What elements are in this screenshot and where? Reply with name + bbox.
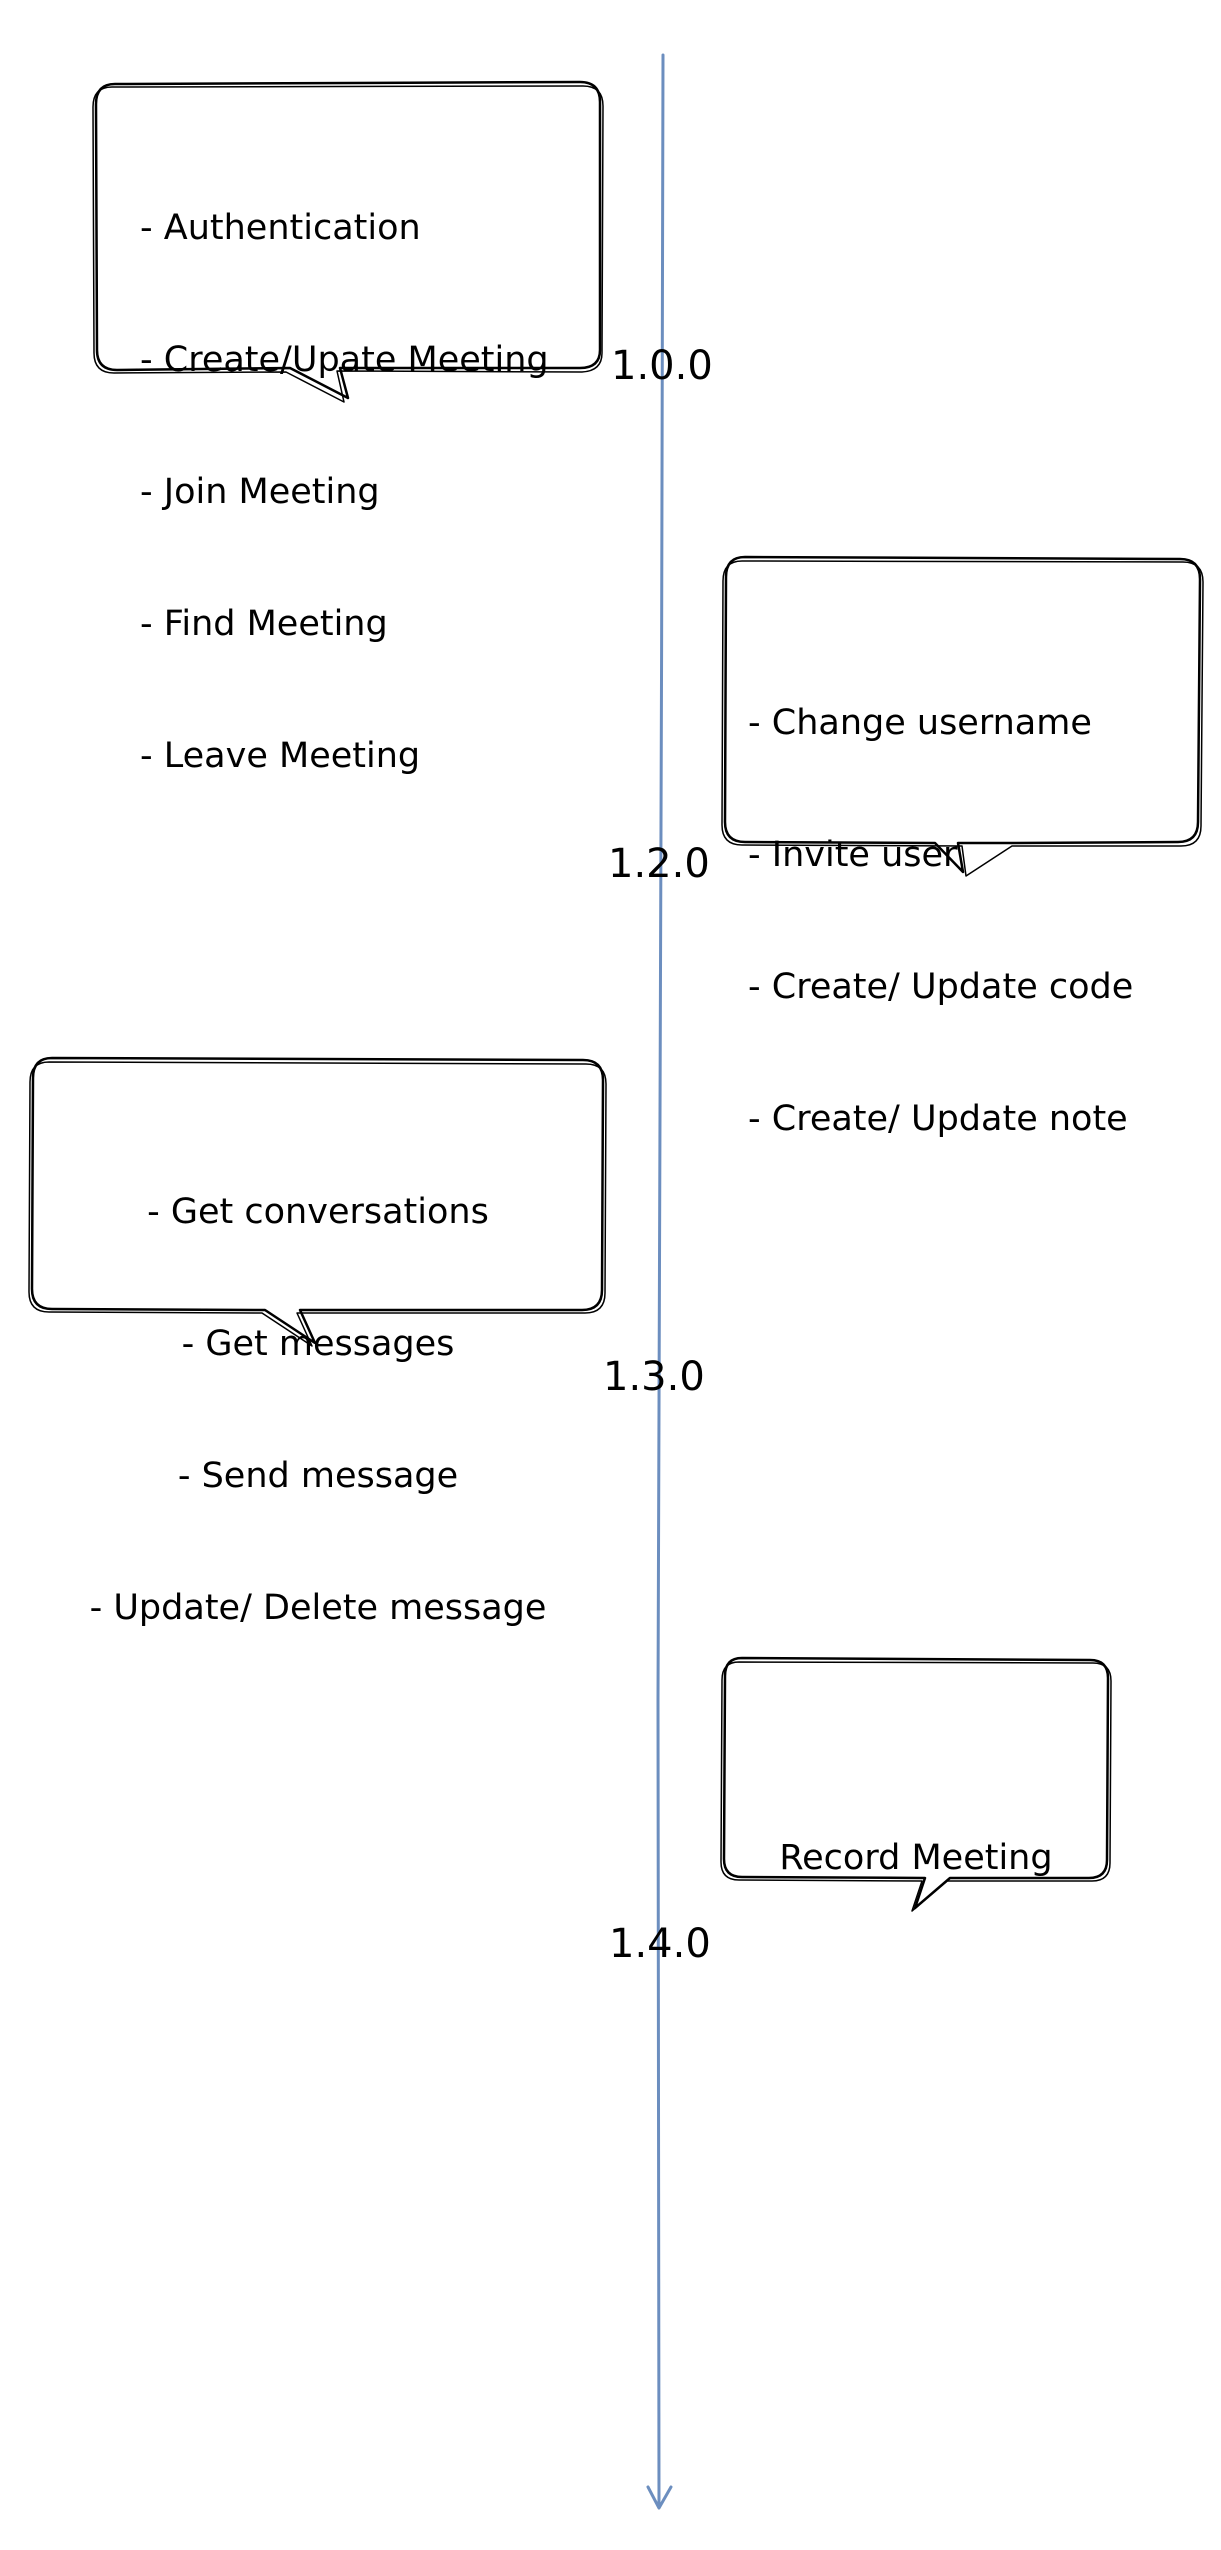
feature-list-1-2-0: - Change username - Invite user - Create… bbox=[748, 613, 1133, 1185]
version-label-1-2-0: 1.2.0 bbox=[608, 841, 710, 887]
callout-bubble-1-0-0 bbox=[92, 80, 604, 403]
version-label-1-0-0: 1.0.0 bbox=[611, 343, 713, 389]
feature-item: - Get conversations bbox=[147, 1192, 489, 1232]
open-arrow-down-icon bbox=[646, 2485, 673, 2510]
feature-item: - Create/ Update note bbox=[748, 1099, 1128, 1139]
callout-bubble-1-4-0 bbox=[720, 1656, 1112, 1912]
feature-item: - Change username bbox=[748, 703, 1092, 743]
feature-item: - Update/ Delete message bbox=[89, 1588, 547, 1628]
feature-item: - Find Meeting bbox=[140, 604, 388, 644]
feature-list-1-4-0: Record Meeting bbox=[730, 1748, 1102, 1924]
timeline-axis bbox=[656, 53, 665, 2507]
feature-item: - Get messages bbox=[181, 1324, 455, 1364]
feature-item: - Create/ Update code bbox=[748, 967, 1134, 1007]
feature-item: - Authentication bbox=[140, 208, 421, 248]
feature-item: - Create/Upate Meeting bbox=[140, 340, 549, 380]
feature-list-1-0-0: - Authentication - Create/Upate Meeting … bbox=[140, 118, 549, 822]
version-label-1-4-0: 1.4.0 bbox=[609, 1921, 711, 1967]
callout-bubble-1-3-0 bbox=[28, 1056, 607, 1347]
feature-item: Record Meeting bbox=[779, 1838, 1053, 1878]
feature-item: - Invite user bbox=[748, 835, 958, 875]
feature-item: - Join Meeting bbox=[140, 472, 380, 512]
feature-item: - Send message bbox=[177, 1456, 459, 1496]
version-label-1-3-0: 1.3.0 bbox=[603, 1354, 705, 1400]
feature-item: - Leave Meeting bbox=[140, 736, 421, 776]
callout-bubble-1-2-0 bbox=[721, 555, 1204, 877]
feature-list-1-3-0: - Get conversations - Get messages - Sen… bbox=[40, 1102, 596, 1674]
